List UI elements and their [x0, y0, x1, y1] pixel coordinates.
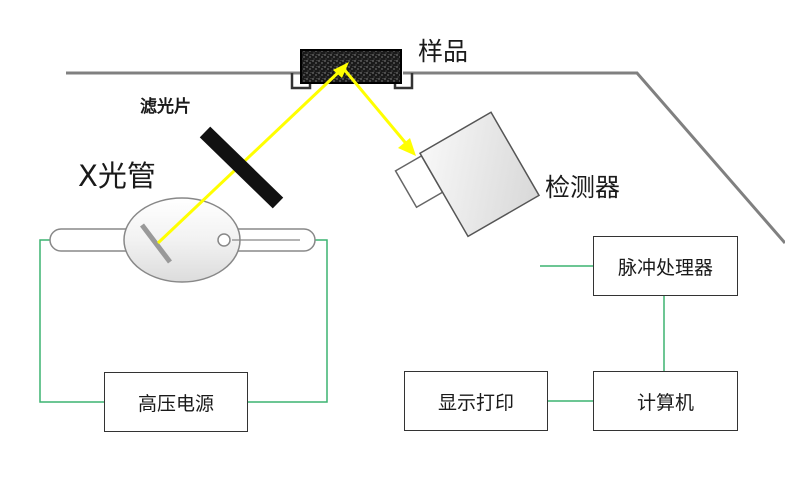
incident-beam	[156, 66, 345, 245]
hv-wire-right	[248, 239, 328, 403]
display-print-box: 显示打印	[404, 371, 548, 431]
computer-box: 计算机	[593, 371, 738, 431]
detector-body	[418, 111, 541, 238]
xray-tube-label: X光管	[78, 159, 156, 193]
hv-wire-left	[39, 239, 104, 403]
fluorescence-beam-arrowhead	[398, 138, 416, 156]
detector	[394, 111, 541, 238]
incident-beam-arrowhead	[333, 62, 349, 78]
xray-tube-cathode	[217, 233, 231, 247]
high-voltage-box: 高压电源	[104, 372, 248, 432]
fluorescence-beam	[341, 67, 411, 148]
filter-plate	[199, 126, 284, 209]
xray-tube-anode	[140, 223, 172, 264]
sample-label: 样品	[418, 37, 469, 66]
instrument-frame-right	[403, 71, 785, 244]
detector-label: 检测器	[545, 173, 621, 202]
pulse-processor-box: 脉冲处理器	[593, 236, 738, 296]
filter-label: 滤光片	[140, 97, 191, 117]
